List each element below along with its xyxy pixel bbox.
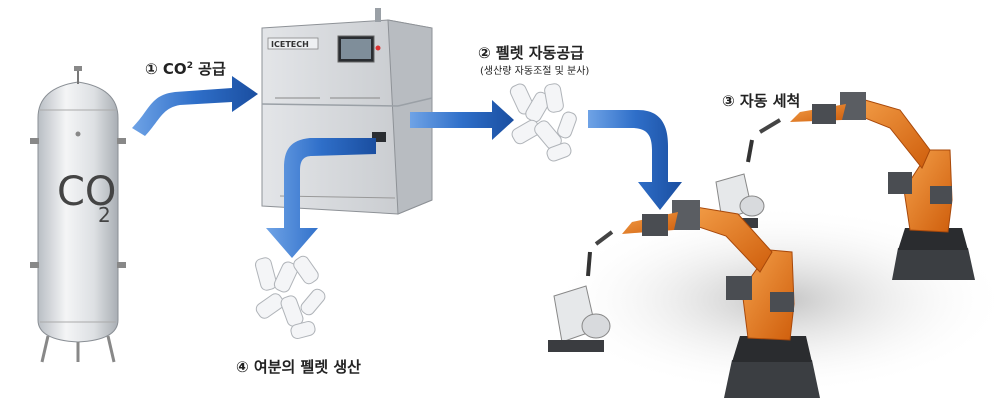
co2-tank: CO 2: [30, 66, 126, 363]
robot-arm-front: [586, 200, 820, 398]
cleaning-arrow: [588, 110, 682, 210]
workpiece-front: [548, 285, 611, 352]
status-light: [375, 45, 381, 51]
supply-arrow: [132, 76, 258, 136]
step1-label: ① CO2 공급: [145, 58, 226, 79]
robot-arm-back: [746, 92, 975, 280]
pellets-cluster-bottom: [254, 255, 326, 340]
step2-sublabel: (생산량 자동조절 및 분사): [480, 66, 590, 77]
co2-symbol: CO: [57, 169, 116, 215]
feed-arrow: [410, 100, 514, 140]
step2-label: ② 펠렛 자동공급: [478, 44, 584, 62]
step1-sup: 2: [186, 61, 193, 71]
pellets-cluster-top: [509, 83, 577, 162]
step4-label: ④ 여분의 펠렛 생산: [236, 358, 361, 376]
co2-subscript: 2: [98, 203, 111, 227]
surplus-arrow: [266, 138, 376, 258]
brand-label: ICETECH: [271, 40, 309, 49]
step3-label: ③ 자동 세척: [722, 92, 801, 110]
step1-text: ① CO: [145, 60, 187, 78]
step1-suffix: 공급: [192, 60, 226, 78]
